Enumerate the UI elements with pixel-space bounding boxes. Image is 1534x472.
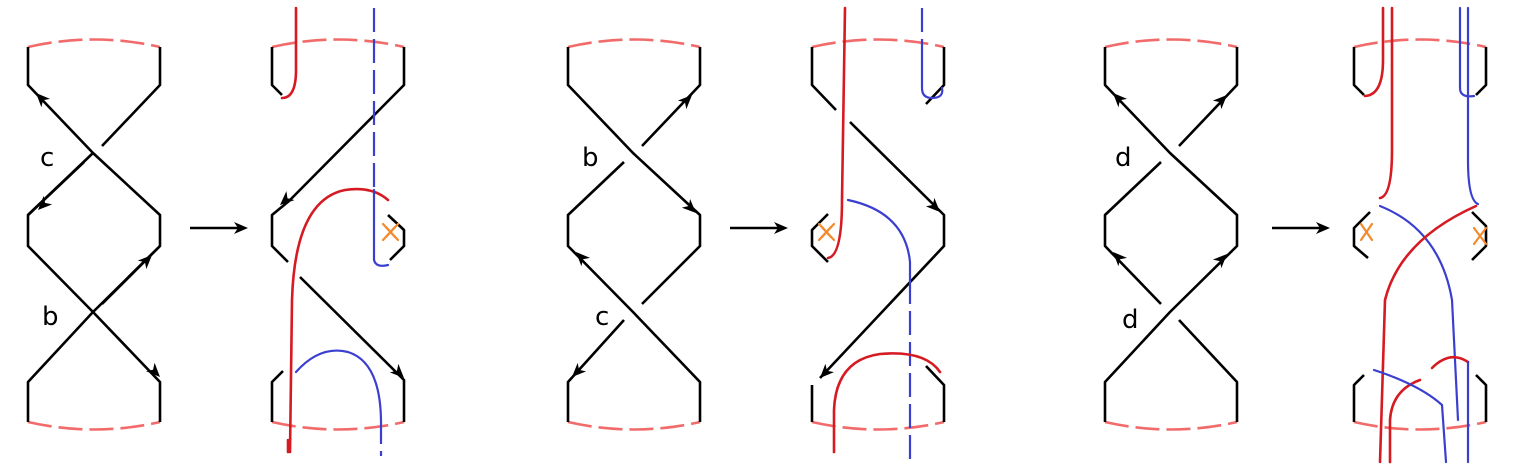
transition-arrow (1272, 222, 1330, 234)
panel-2-left-tangle: b c (566, 38, 702, 431)
panel-2-right-tangle (810, 6, 946, 462)
crossing-label: d (1115, 143, 1132, 173)
crossing-label: c (40, 143, 54, 173)
transition-arrow (190, 222, 248, 234)
cross-mark-icon (381, 222, 400, 242)
transition-arrow (730, 222, 788, 234)
panel-3-left-tangle: d d (1103, 38, 1239, 431)
panel-1-right-tangle (270, 6, 409, 456)
crossing-label: d (1122, 305, 1139, 335)
crossing-label: b (582, 143, 599, 173)
crossing-label: b (42, 302, 59, 332)
cross-mark-icon (817, 222, 836, 242)
cross-mark-icon (1472, 226, 1488, 246)
panel-1-left-tangle: c b (26, 38, 165, 431)
cross-mark-icon (1359, 222, 1374, 242)
crossing-label: c (595, 302, 609, 332)
panel-3-right-tangle (1352, 6, 1488, 464)
